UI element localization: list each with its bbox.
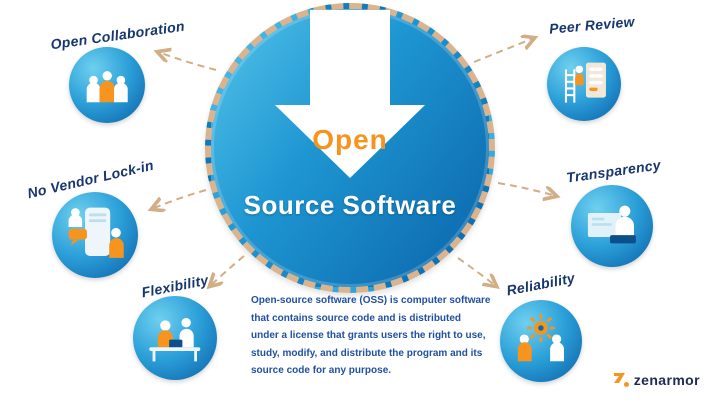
label-reliability: Reliability bbox=[505, 269, 577, 299]
connector-no-vendor-lock-in bbox=[152, 189, 207, 209]
collaboration-illustration bbox=[86, 70, 128, 103]
circle-peer-review bbox=[547, 47, 621, 121]
label-transparency: Transparency bbox=[565, 156, 662, 186]
connector-reliability bbox=[457, 257, 496, 286]
label-open-collaboration: Open Collaboration bbox=[49, 17, 186, 53]
no-vendor-lock-in-illustration bbox=[68, 207, 125, 259]
circle-reliability bbox=[500, 300, 582, 382]
circle-no-vendor-lock-in bbox=[52, 192, 138, 278]
circle-transparency bbox=[571, 185, 653, 267]
central-circle: Open Source Software bbox=[205, 3, 495, 293]
peer-review-illustration bbox=[564, 62, 606, 103]
connector-flexibility bbox=[210, 255, 245, 286]
connector-peer-review bbox=[473, 38, 534, 63]
center-title-open: Open bbox=[312, 124, 388, 155]
zenarmor-brand-name: zenarmor bbox=[633, 372, 700, 388]
reliability-illustration bbox=[517, 314, 565, 362]
zenarmor-brand: zenarmor bbox=[613, 372, 700, 388]
circle-open-collaboration bbox=[69, 47, 145, 123]
flexibility-illustration bbox=[149, 318, 201, 362]
connector-open-collaboration bbox=[158, 52, 217, 71]
circle-flexibility bbox=[133, 296, 217, 380]
oss-description: Open-source software (OSS) is computer s… bbox=[251, 295, 491, 376]
connector-transparency bbox=[497, 182, 556, 196]
label-peer-review: Peer Review bbox=[548, 13, 636, 37]
center-title-source-software: Source Software bbox=[243, 190, 457, 220]
zenarmor-logo-icon bbox=[613, 372, 629, 387]
transparency-illustration bbox=[588, 205, 636, 244]
download-arrow-icon bbox=[275, 10, 425, 178]
